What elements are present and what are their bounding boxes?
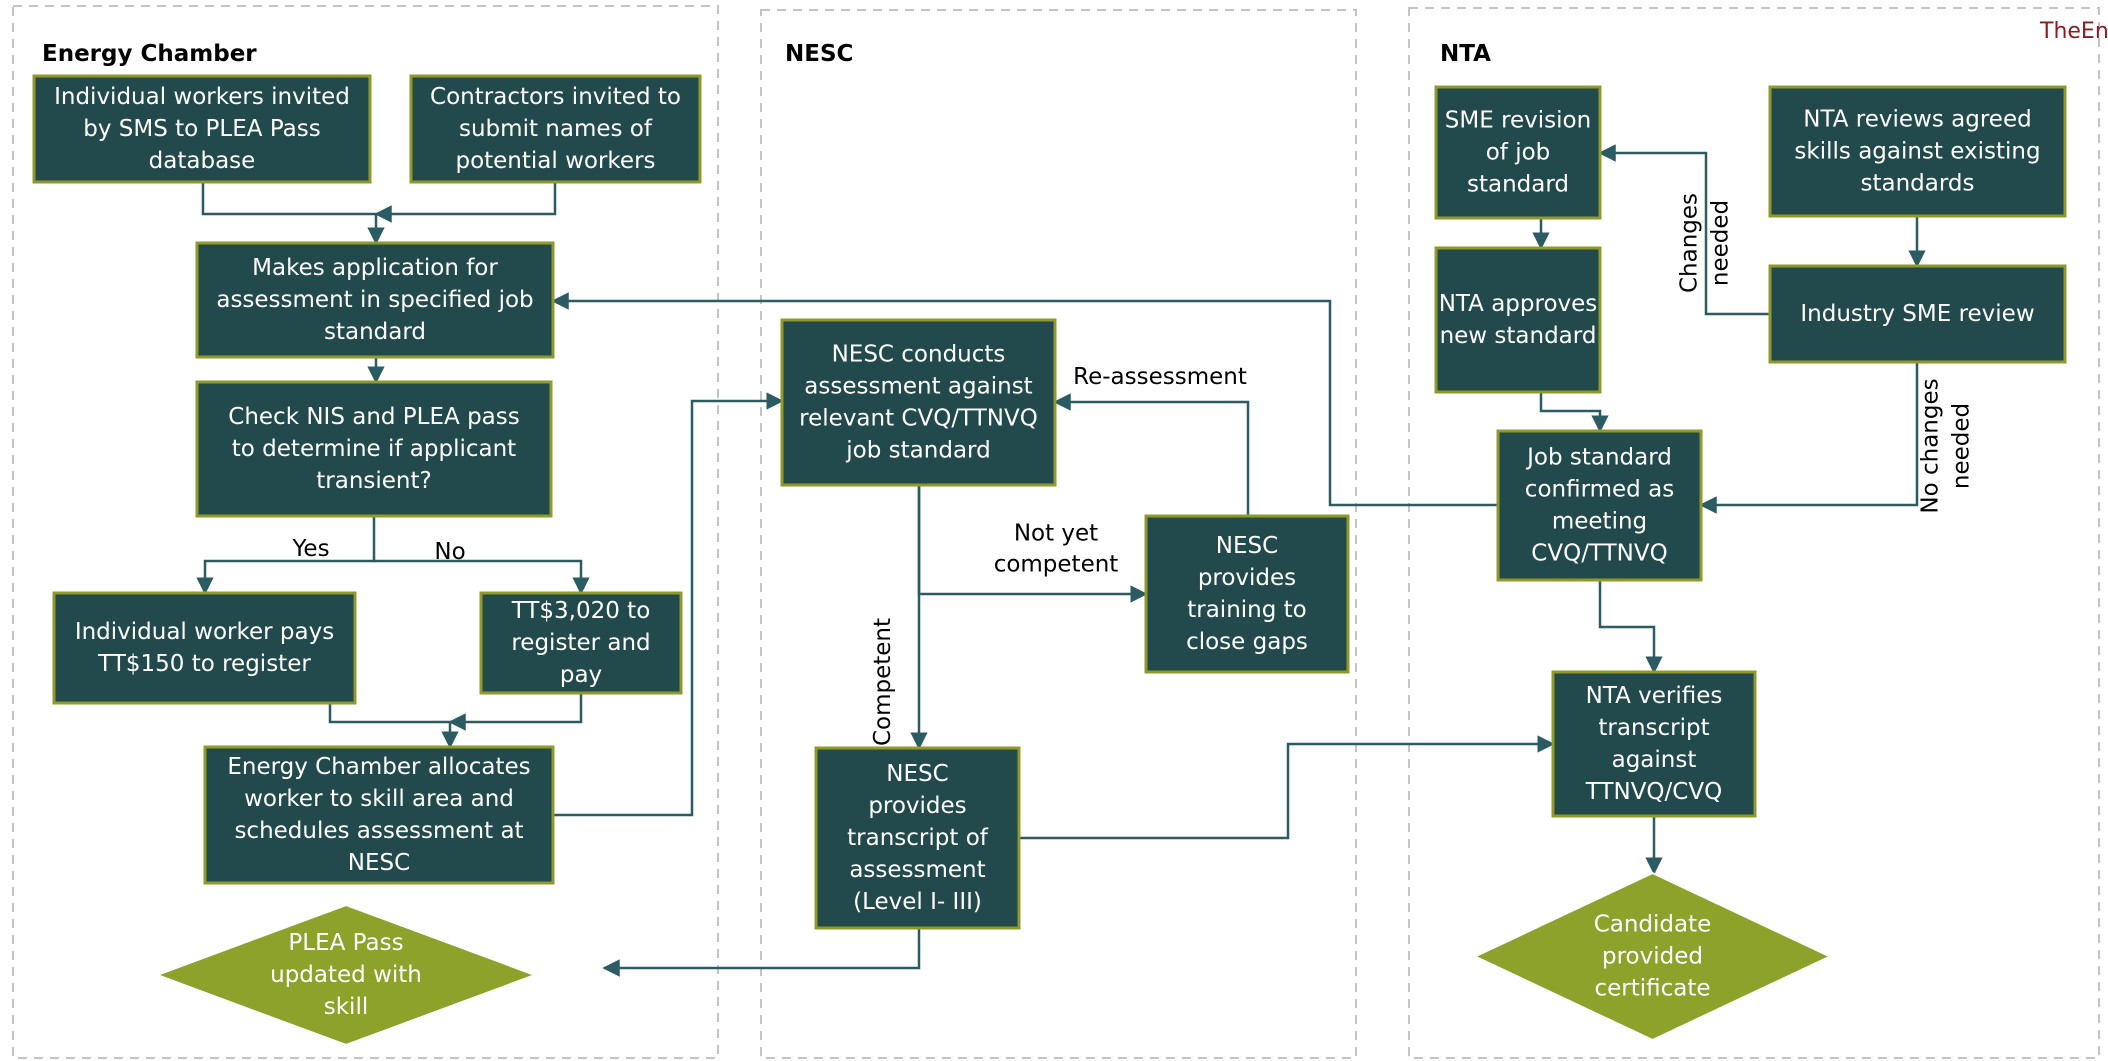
process-box: [409, 74, 702, 184]
process-box: [195, 380, 553, 518]
edge-label: Yes: [291, 536, 329, 562]
process-box: [780, 318, 1057, 487]
node-label: Industry SME review: [1800, 301, 2034, 327]
process-box: [52, 591, 357, 705]
flow-node-n15: Industry SME review: [1768, 264, 2067, 364]
edge-n10-to-n9: [1053, 393, 1250, 516]
process-box: [1768, 85, 2067, 218]
edge-n11-to-n17: [1019, 735, 1555, 840]
process-box: [1768, 264, 2067, 364]
edge-label: Competent: [870, 618, 896, 746]
edge-n15-to-n16: [1699, 362, 1919, 514]
edge-n2-to-n3: [374, 182, 557, 223]
edges-layer: [196, 144, 1926, 977]
edge-n5-to-n7: [328, 703, 459, 749]
brand-logo: TheEne: [2039, 19, 2108, 44]
lane-title-nesc: NESC: [785, 41, 853, 67]
process-box: [1144, 514, 1350, 674]
decision-diamond: [154, 903, 538, 1047]
lane-title-nta: NTA: [1440, 41, 1491, 67]
edge-n11-to-n8: [602, 928, 921, 977]
edge-n6-to-n7: [448, 693, 583, 731]
process-box: [814, 746, 1021, 930]
lane-energy-chamber: [12, 5, 719, 1059]
lane-nesc: [760, 9, 1357, 1059]
process-box: [1434, 85, 1602, 220]
process-box: [479, 591, 683, 695]
edge-label: No: [434, 539, 465, 565]
edge-n14-to-n16: [1539, 392, 1609, 433]
lane-title-energy-chamber: Energy Chamber: [42, 41, 257, 67]
edge-n16-to-n3: [551, 292, 1498, 507]
lane-nta: [1408, 7, 2100, 1059]
process-box: [203, 745, 555, 885]
process-box: [1496, 429, 1703, 582]
edge-n4-to-n5: [196, 516, 376, 595]
edge-n4-to-n6: [374, 559, 590, 595]
edge-n7-to-n9: [553, 392, 784, 817]
process-box: [32, 74, 372, 184]
edge-n16-to-n17: [1598, 580, 1663, 674]
edge-n1-to-n3: [201, 182, 385, 245]
edge-n15-to-n12: [1598, 144, 1770, 316]
edge-label: Re-assessment: [1073, 364, 1247, 390]
process-box: [195, 241, 555, 359]
process-box: [1434, 246, 1602, 394]
decision-diamond: [1472, 871, 1833, 1042]
process-box: [1551, 670, 1757, 818]
